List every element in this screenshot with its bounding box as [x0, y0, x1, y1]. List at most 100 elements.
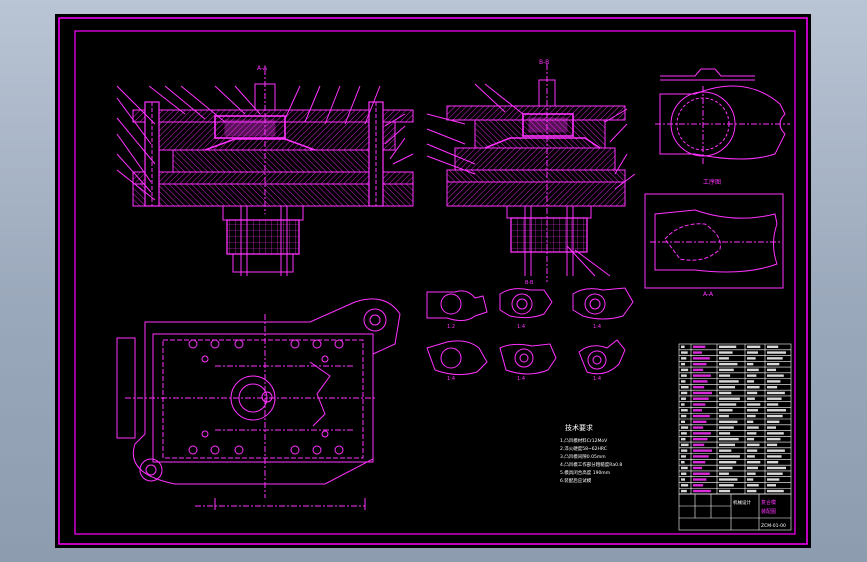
middle-section-view [426, 64, 636, 282]
bom-text-mark [767, 403, 779, 406]
bom-text-mark [767, 455, 782, 458]
bom-text-mark [747, 403, 761, 406]
bom-text-mark [767, 345, 779, 348]
bom-text-mark [681, 397, 686, 400]
bom-text-mark [747, 443, 760, 447]
title-row1: 复合模 [761, 499, 776, 506]
bom-text-mark [693, 368, 704, 372]
bom-text-mark [747, 432, 757, 435]
bom-text-mark [767, 443, 778, 447]
bom-text-mark [747, 380, 755, 383]
bom-text-mark [681, 351, 688, 354]
bom-text-mark [767, 437, 781, 441]
bom-text-mark [767, 351, 786, 354]
bom-text-mark [681, 345, 685, 348]
bom-text-mark [747, 362, 754, 366]
bom-text-mark [681, 368, 689, 372]
plan-view [116, 298, 401, 510]
bom-text-mark [767, 409, 786, 412]
bom-text-mark [693, 357, 710, 360]
bom-text-mark [767, 414, 783, 418]
strip-step-4: 1:4 [447, 376, 455, 382]
title-school: 机械设计 [733, 499, 751, 506]
bom-text-mark [693, 478, 707, 481]
bom-text-mark [719, 461, 737, 464]
bom-text-mark [747, 357, 756, 360]
title-code: ZCM-01-00 [761, 523, 786, 529]
bom-text-mark [719, 437, 739, 441]
bom-text-mark [767, 432, 784, 435]
bom-text-mark [719, 385, 736, 389]
bom-text-mark [719, 374, 731, 377]
bom-text-mark [693, 351, 702, 354]
cad-drawing: A-A B-B 工序图 A- [58, 17, 808, 545]
bom-text-mark [719, 351, 733, 354]
bom-text-mark [747, 368, 759, 372]
bom-text-mark [719, 432, 731, 435]
bom-text-mark [767, 426, 776, 429]
bom-text-mark [747, 414, 756, 418]
bom-text-mark [719, 420, 738, 424]
outer-frame [58, 17, 808, 545]
strip-step-2: 1:4 [517, 324, 525, 330]
bom-text-mark [681, 426, 689, 429]
left-section-view [116, 69, 414, 276]
title-block [678, 493, 792, 531]
bom-text-mark [693, 426, 704, 429]
bom-text-mark [681, 409, 688, 412]
bom-text-mark [681, 489, 687, 493]
bom-text-mark [693, 409, 702, 412]
tech-notes-heading: 技术要求 [565, 423, 593, 432]
bom-text-mark [681, 443, 689, 447]
bom-text-mark [747, 466, 758, 470]
title-row2: 装配图 [761, 508, 776, 515]
bom-text-mark [767, 385, 778, 389]
bom-text-mark [693, 403, 706, 406]
section-b-label: B-B [539, 59, 549, 66]
bom-text-mark [681, 432, 687, 435]
bom-text-mark [747, 472, 756, 475]
bom-text-marks [681, 345, 786, 493]
bom-text-mark [681, 380, 686, 383]
plan-holes [188, 339, 344, 455]
bom-text-mark [693, 420, 707, 424]
bom-text-mark [747, 449, 758, 452]
bom-text-mark [767, 362, 780, 366]
bom-text-mark [681, 403, 685, 406]
bom-text-mark [719, 357, 729, 360]
bom-text-mark [693, 385, 705, 389]
inner-frame [74, 30, 796, 535]
bom-text-mark [767, 461, 779, 464]
bom-text-mark [693, 472, 710, 475]
bom-text-mark [681, 461, 685, 464]
bom-text-mark [767, 357, 783, 360]
section-a-label: A-A [257, 65, 268, 72]
bom-text-mark [693, 345, 706, 348]
bom-text-mark [719, 472, 729, 475]
bom-text-mark [693, 374, 711, 377]
right-note: 工序图 [703, 178, 721, 186]
bom-text-mark [719, 362, 738, 366]
tech-note-6: 6.装配后应试模 [560, 477, 592, 484]
bom-text-mark [681, 478, 686, 481]
bom-text-mark [719, 403, 737, 406]
bom-text-mark [767, 374, 784, 377]
tech-note-1: 1.凸凹模材料Cr12MoV [560, 437, 608, 444]
bom-text-mark [747, 461, 761, 464]
bom-text-mark [747, 409, 758, 412]
bom-text-mark [767, 391, 785, 395]
bom-text-mark [681, 414, 687, 418]
bom-text-mark [747, 484, 759, 487]
bom-text-mark [747, 478, 754, 481]
bom-text-mark [767, 466, 786, 470]
bom-text-mark [693, 391, 712, 395]
bom-table [678, 343, 792, 495]
bom-text-mark [719, 489, 731, 493]
bom-text-mark [681, 437, 686, 441]
bom-text-mark [693, 461, 706, 464]
bom-text-mark [767, 368, 776, 372]
bom-text-mark [747, 455, 755, 458]
bom-text-mark [767, 489, 784, 493]
bom-text-mark [747, 426, 759, 429]
bom-text-mark [693, 455, 709, 458]
